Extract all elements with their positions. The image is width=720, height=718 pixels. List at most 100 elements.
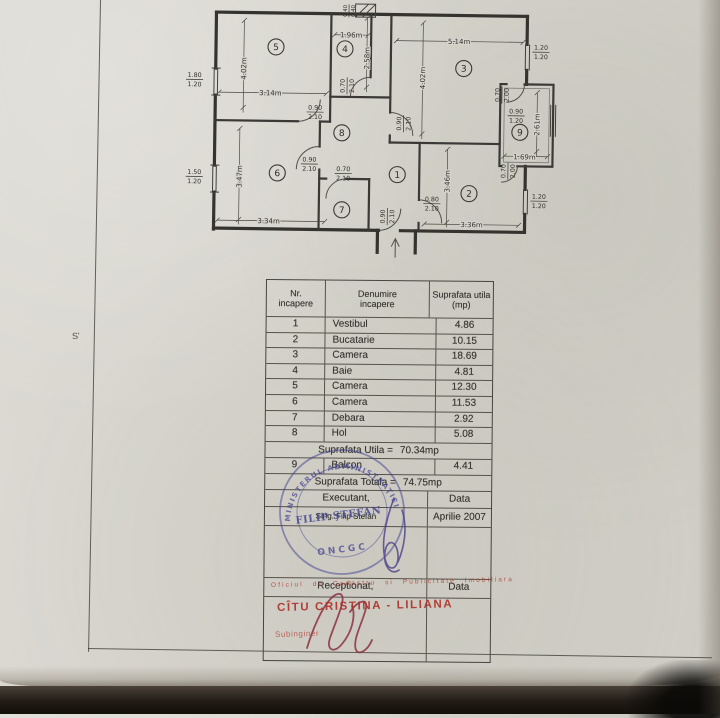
cell-name: Camera <box>325 349 436 365</box>
svg-text:1.20: 1.20 <box>532 203 546 210</box>
svg-text:1.50: 1.50 <box>187 169 201 176</box>
cell-name: Balcon <box>324 459 435 475</box>
cell-nr: 2 <box>266 333 325 348</box>
room-number-1: 1 <box>389 167 405 183</box>
dim-room6-height: 3.47m <box>236 165 244 188</box>
svg-text:1.80: 1.80 <box>188 72 202 79</box>
dim-room2-height: 3.46m <box>444 170 452 193</box>
dim-room9-width: 1.69m <box>513 153 536 161</box>
cell-area: 10.15 <box>436 334 492 349</box>
stamp-cell-date <box>427 528 490 580</box>
svg-text:2.00: 2.00 <box>510 164 517 178</box>
cell-nr: 5 <box>266 379 325 394</box>
svg-text:1.20: 1.20 <box>187 81 201 88</box>
room-number-8: 8 <box>334 125 350 141</box>
svg-text:2.10: 2.10 <box>336 175 350 182</box>
svg-text:1.20: 1.20 <box>532 194 546 201</box>
entry-arrow <box>391 239 399 258</box>
suprafata-totala-row: Suprafata Totala = 74.75mp <box>265 474 491 492</box>
cell-name: Baie <box>325 364 436 380</box>
door-size-room6: 0.90 2.10 <box>301 156 318 173</box>
svg-text:0.90: 0.90 <box>308 105 322 112</box>
svg-text:1.20: 1.20 <box>509 118 523 125</box>
page-border-left <box>88 0 101 652</box>
room-number-3: 3 <box>456 60 472 76</box>
svg-text:0.40: 0.40 <box>351 4 357 17</box>
cell-area: 5.08 <box>436 428 492 443</box>
svg-text:2.10: 2.10 <box>405 117 412 131</box>
room-number-5: 5 <box>268 39 284 55</box>
room-number-7: 7 <box>334 202 350 218</box>
svg-text:0.90: 0.90 <box>396 117 403 131</box>
cell-area: 2.92 <box>436 412 492 427</box>
svg-text:8: 8 <box>339 129 345 139</box>
cell-area: 11.53 <box>436 396 492 411</box>
cell-area: 4.86 <box>437 318 493 333</box>
svg-text:0.70: 0.70 <box>336 166 350 173</box>
dim-room4-width: 1.96m <box>340 31 363 39</box>
cell-name: Debara <box>325 411 436 427</box>
dim-room6-width: 3.34m <box>257 217 280 225</box>
svg-text:0.70: 0.70 <box>494 88 501 102</box>
svg-text:2.00: 2.00 <box>504 88 511 102</box>
svg-text:4: 4 <box>342 45 348 55</box>
svg-text:0.90: 0.90 <box>509 108 523 115</box>
svg-text:0.40: 0.40 <box>343 4 349 17</box>
svg-text:2.10: 2.10 <box>389 209 396 223</box>
dim-room4-height: 2.58m <box>363 47 371 70</box>
svg-text:2: 2 <box>466 190 472 200</box>
svg-text:3: 3 <box>461 65 467 75</box>
svg-text:0.80: 0.80 <box>425 196 439 203</box>
room-number-4: 4 <box>337 41 353 57</box>
cell-name: Bucatarie <box>325 333 436 349</box>
cell-name: Camera <box>325 395 436 411</box>
window-size-left-top: 1.80 1.20 <box>186 72 203 89</box>
svg-text:0.70: 0.70 <box>340 79 347 93</box>
executant-label: Executant, <box>265 490 428 507</box>
cell-area: 18.69 <box>436 350 492 365</box>
photo-background-bottom <box>0 686 720 714</box>
suprafata-utila-row: Suprafata Utila = 70.34mp <box>265 442 491 460</box>
totala-value: 74.75mp <box>403 475 442 491</box>
dim-room3-width: 5.14m <box>448 38 471 46</box>
svg-text:1.20: 1.20 <box>187 178 201 185</box>
svg-text:0.90: 0.90 <box>380 209 387 223</box>
dim-room5-height: 4.02m <box>240 57 248 80</box>
executant-name-row: Sing. Filip Stefan Aprilie 2007 <box>265 507 491 528</box>
stamp-cell <box>264 526 427 578</box>
room-number-2: 2 <box>461 186 477 202</box>
cell-nr: 8 <box>266 426 325 441</box>
header-suprafata: Suprafata utila(mp) <box>430 281 493 318</box>
executant-row: Executant, Data <box>265 490 491 509</box>
margin-note: S' <box>72 331 80 342</box>
utila-value: 70.34mp <box>400 443 439 459</box>
utila-label: Suprafata Utila = <box>318 442 393 458</box>
svg-text:0.90: 0.90 <box>302 156 316 163</box>
dim-room5-width: 3.14m <box>259 89 282 97</box>
svg-text:9: 9 <box>517 128 523 138</box>
dim-room9-height: 2.61m <box>533 113 541 136</box>
cell-area: 12.30 <box>436 381 492 396</box>
svg-text:2.10: 2.10 <box>349 79 356 93</box>
svg-text:2.10: 2.10 <box>302 166 316 173</box>
svg-text:2.10: 2.10 <box>308 114 322 121</box>
totala-label: Suprafata Totala = <box>315 474 396 490</box>
svg-text:2.10: 2.10 <box>425 206 439 213</box>
executant-date: Aprilie 2007 <box>428 509 491 528</box>
red-stamp-title: Subinginer <box>275 629 319 639</box>
cell-name: Camera <box>325 380 436 396</box>
svg-text:1: 1 <box>394 171 400 181</box>
dim-room2-width: 3.36m <box>460 221 483 229</box>
svg-text:0.70: 0.70 <box>500 164 507 178</box>
cell-nr: 4 <box>266 364 325 379</box>
cell-nr: 6 <box>266 395 325 410</box>
svg-text:7: 7 <box>339 206 345 216</box>
window-size-left-bottom: 1.50 1.20 <box>186 169 203 186</box>
cell-area: 4.41 <box>435 460 491 475</box>
window-size-right-bottom: 1.20 1.20 <box>530 194 547 211</box>
floor-plan: 3.14m 4.02m 1.96m 2.58m 5.14m 4.02m 3.47… <box>168 0 592 270</box>
